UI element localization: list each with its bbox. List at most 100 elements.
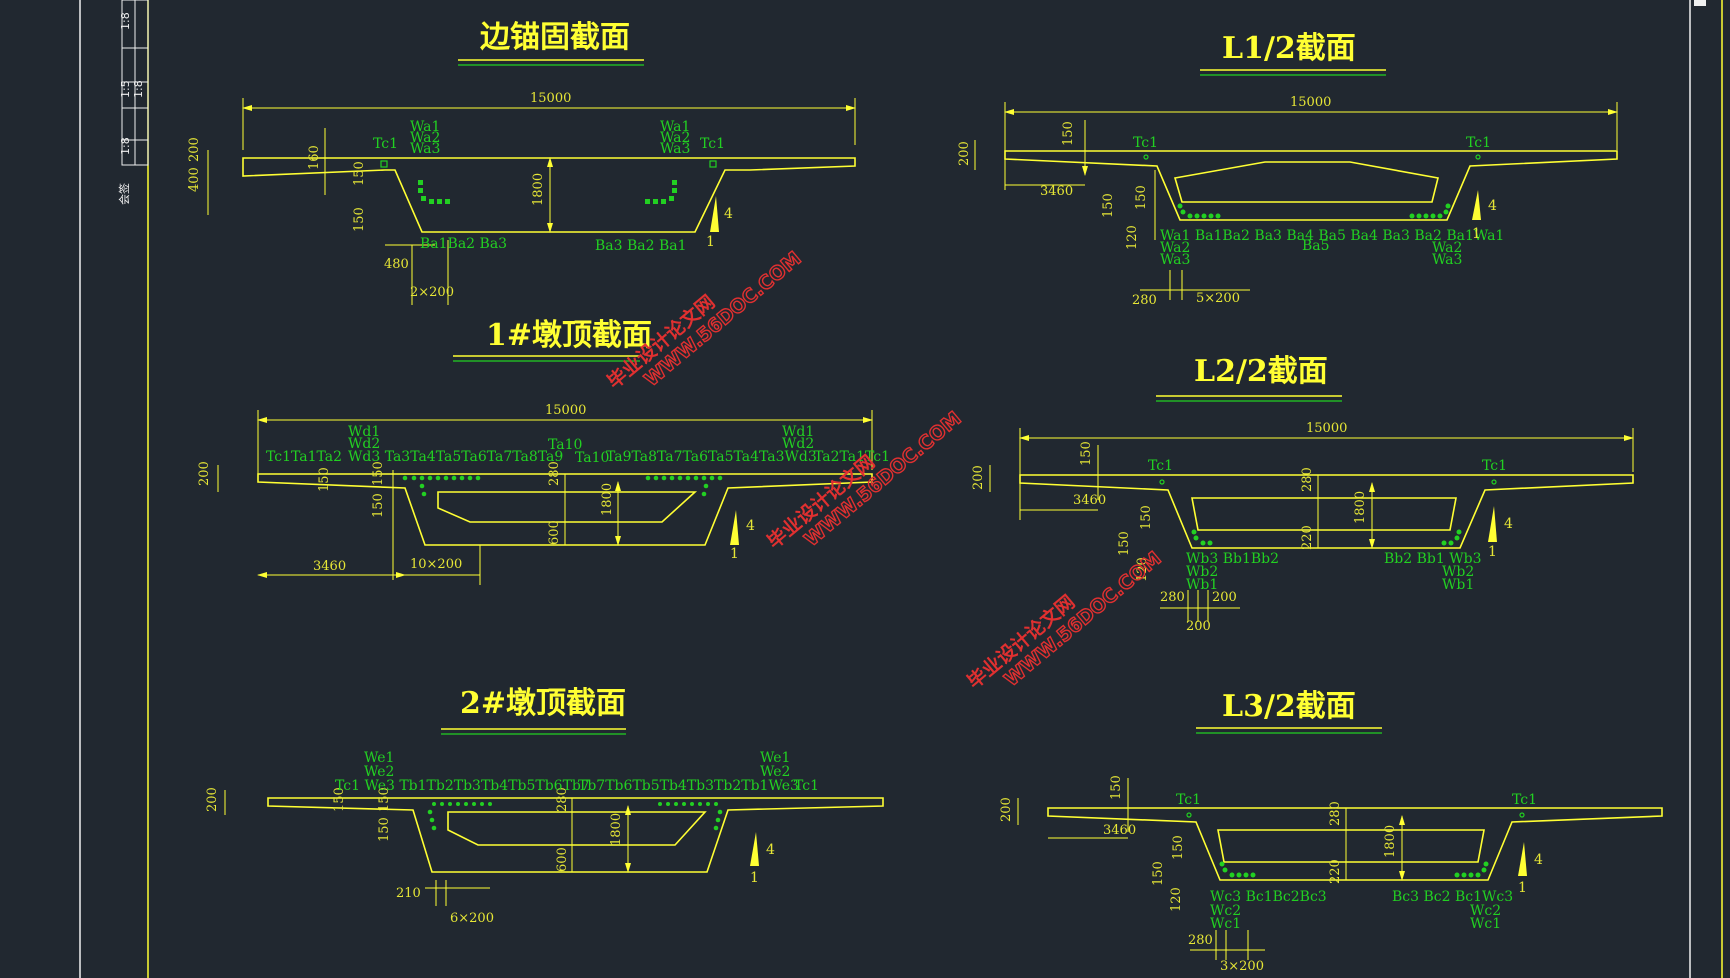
wa-right-2: Wa2 xyxy=(660,130,690,146)
dim-150-a: 150 xyxy=(1079,441,1094,466)
dim-210: 210 xyxy=(396,886,421,901)
dim-280-b: 280 xyxy=(1188,933,1213,948)
row-bottom: Wa1 Ba1Ba2 Ba3 Ba4 Ba5 Ba4 Ba3 Ba2 Ba1Wa… xyxy=(1160,228,1504,244)
dim-1800: 1800 xyxy=(1383,825,1398,858)
strands-bottom xyxy=(1177,203,1451,219)
slope-top: 4 xyxy=(1504,516,1513,532)
section-title: 边锚固截面 xyxy=(480,20,630,55)
dim-150-a: 150 xyxy=(332,787,347,812)
wb-left-1: Wb1 xyxy=(1186,577,1218,593)
section-edge-anchor: 边锚固截面 15000 200 400 160 150 150 1800 480… xyxy=(187,20,856,305)
dim-3460: 3460 xyxy=(1040,184,1073,199)
wc-left-2: Wc2 xyxy=(1210,903,1241,919)
strands-left xyxy=(402,475,481,497)
section-l1-2: L1/2截面 15000 200 150 3460 150 150 120 28… xyxy=(957,31,1618,308)
dim-5x200: 5×200 xyxy=(1196,291,1240,306)
dim-6x200: 6×200 xyxy=(450,911,494,926)
row-mid-right: Ta9Ta8Ta7Ta6Ta5Ta4Ta3Wd3 xyxy=(606,449,817,465)
watermark-url: WWW.56DOC.COM xyxy=(800,407,965,551)
dim-width: 15000 xyxy=(1290,95,1331,110)
slope-bot: 1 xyxy=(1472,226,1481,242)
ta10-left: Ta10 xyxy=(575,450,609,466)
wa-right-1: Wa1 xyxy=(660,119,690,135)
tc-right: Tc1 xyxy=(1482,458,1507,474)
section-l2-2: L2/2截面 15000 200 150 3460 150 150 120 28… xyxy=(971,354,1634,634)
dim-150-a: 150 xyxy=(317,467,332,492)
strand-group-right xyxy=(645,180,677,204)
side-cell-1: 1:8 xyxy=(119,12,132,30)
dim-280: 280 xyxy=(547,461,562,486)
wa-left-1: Wa1 xyxy=(410,119,440,135)
dim-120: 120 xyxy=(1125,225,1140,250)
dim-150-a: 150 xyxy=(1109,775,1124,800)
wc-right-2: Wc2 xyxy=(1470,903,1501,919)
row-left: Wc3 Bc1Bc2Bc3 xyxy=(1210,889,1327,905)
slope-bot: 1 xyxy=(706,234,715,250)
tc-right: Tc1 xyxy=(794,778,819,794)
watermark-2: 毕业设计论文网 WWW.56DOC.COM xyxy=(763,407,967,554)
slope-bot: 1 xyxy=(1488,544,1497,560)
ta10-top: Ta10 xyxy=(548,437,582,453)
strands-left xyxy=(427,802,492,831)
we-right-2: We2 xyxy=(760,764,790,780)
wc-right-1: Wc1 xyxy=(1470,916,1501,932)
slope-bot: 1 xyxy=(1518,880,1527,896)
dim-200: 200 xyxy=(197,461,212,486)
dim-280-b: 280 xyxy=(1160,590,1185,605)
tc-right: Tc1 xyxy=(1512,792,1537,808)
row-right: Bc3 Bc2 Bc1Wc3 xyxy=(1392,889,1513,905)
dim-200-a: 200 xyxy=(1212,590,1237,605)
slope-top: 4 xyxy=(746,518,755,534)
strands-right xyxy=(658,802,723,831)
wd-left-2: Wd2 xyxy=(348,436,380,452)
slope-top: 4 xyxy=(766,842,775,858)
dim-3x200: 3×200 xyxy=(1220,959,1264,974)
dim-150-c: 150 xyxy=(377,817,392,842)
ba-right: Ba3 Ba2 Ba1 xyxy=(595,238,687,254)
dim-150-top: 150 xyxy=(352,161,367,186)
wa-left-3: Wa3 xyxy=(1160,252,1190,268)
dim-200: 200 xyxy=(205,787,220,812)
tc-left: Tc1 xyxy=(373,136,398,152)
side-cell-4: 1:8 xyxy=(119,137,132,155)
dim-200: 200 xyxy=(999,797,1014,822)
dim-280: 280 xyxy=(555,787,570,812)
watermark-3: 毕业设计论文网 WWW.56DOC.COM xyxy=(963,547,1167,694)
dim-200-b: 200 xyxy=(1186,619,1211,634)
slope-top: 4 xyxy=(1534,852,1543,868)
section-title: 1#墩顶截面 xyxy=(486,318,652,353)
row-left: Wb3 Bb1Bb2 xyxy=(1186,551,1279,567)
section-title: 2#墩顶截面 xyxy=(460,686,626,721)
dim-200: 200 xyxy=(971,465,986,490)
we-left-2: We2 xyxy=(364,764,394,780)
dim-600: 600 xyxy=(547,520,562,545)
dim-10x200: 10×200 xyxy=(410,557,462,572)
row-mid-left: Wd3 Ta3Ta4Ta5Ta6Ta7Ta8Ta9 xyxy=(348,449,563,465)
slope-top: 4 xyxy=(1488,198,1497,214)
dim-220: 220 xyxy=(1328,859,1343,884)
section-l3-2: L3/2截面 200 150 3460 150 150 120 280 220 … xyxy=(999,689,1663,974)
sheet-frame: 1:8 1:5 1:8 1:8 会签 xyxy=(79,0,1723,978)
dim-1800: 1800 xyxy=(609,813,624,846)
dim-1800: 1800 xyxy=(531,173,546,206)
section-pier-1: 1#墩顶截面 15000 200 150 150 150 280 1800 60… xyxy=(197,318,890,585)
countersign-table: 1:8 1:5 1:8 1:8 xyxy=(119,0,149,166)
dim-1800: 1800 xyxy=(1353,491,1368,524)
dim-150-b: 150 xyxy=(1139,505,1154,530)
dim-200: 200 xyxy=(957,141,972,166)
wd-left-1: Wd1 xyxy=(348,424,380,440)
dim-width: 15000 xyxy=(545,403,586,418)
dim-150-c: 150 xyxy=(371,493,386,518)
dim-150-c: 150 xyxy=(1134,185,1149,210)
slope-bot: 1 xyxy=(750,870,759,886)
watermark-url: WWW.56DOC.COM xyxy=(1000,547,1165,691)
dim-150-b: 150 xyxy=(371,461,386,486)
dim-280: 280 xyxy=(1132,293,1157,308)
wa-right-3: Wa3 xyxy=(1432,252,1462,268)
dim-3460: 3460 xyxy=(1103,823,1136,838)
tc-right: Tc1 xyxy=(1466,135,1491,151)
strands-right xyxy=(645,475,723,497)
strands-bottom xyxy=(1219,861,1489,878)
wb-left-2: Wb2 xyxy=(1186,564,1218,580)
wd-right-2: Wd2 xyxy=(782,436,814,452)
